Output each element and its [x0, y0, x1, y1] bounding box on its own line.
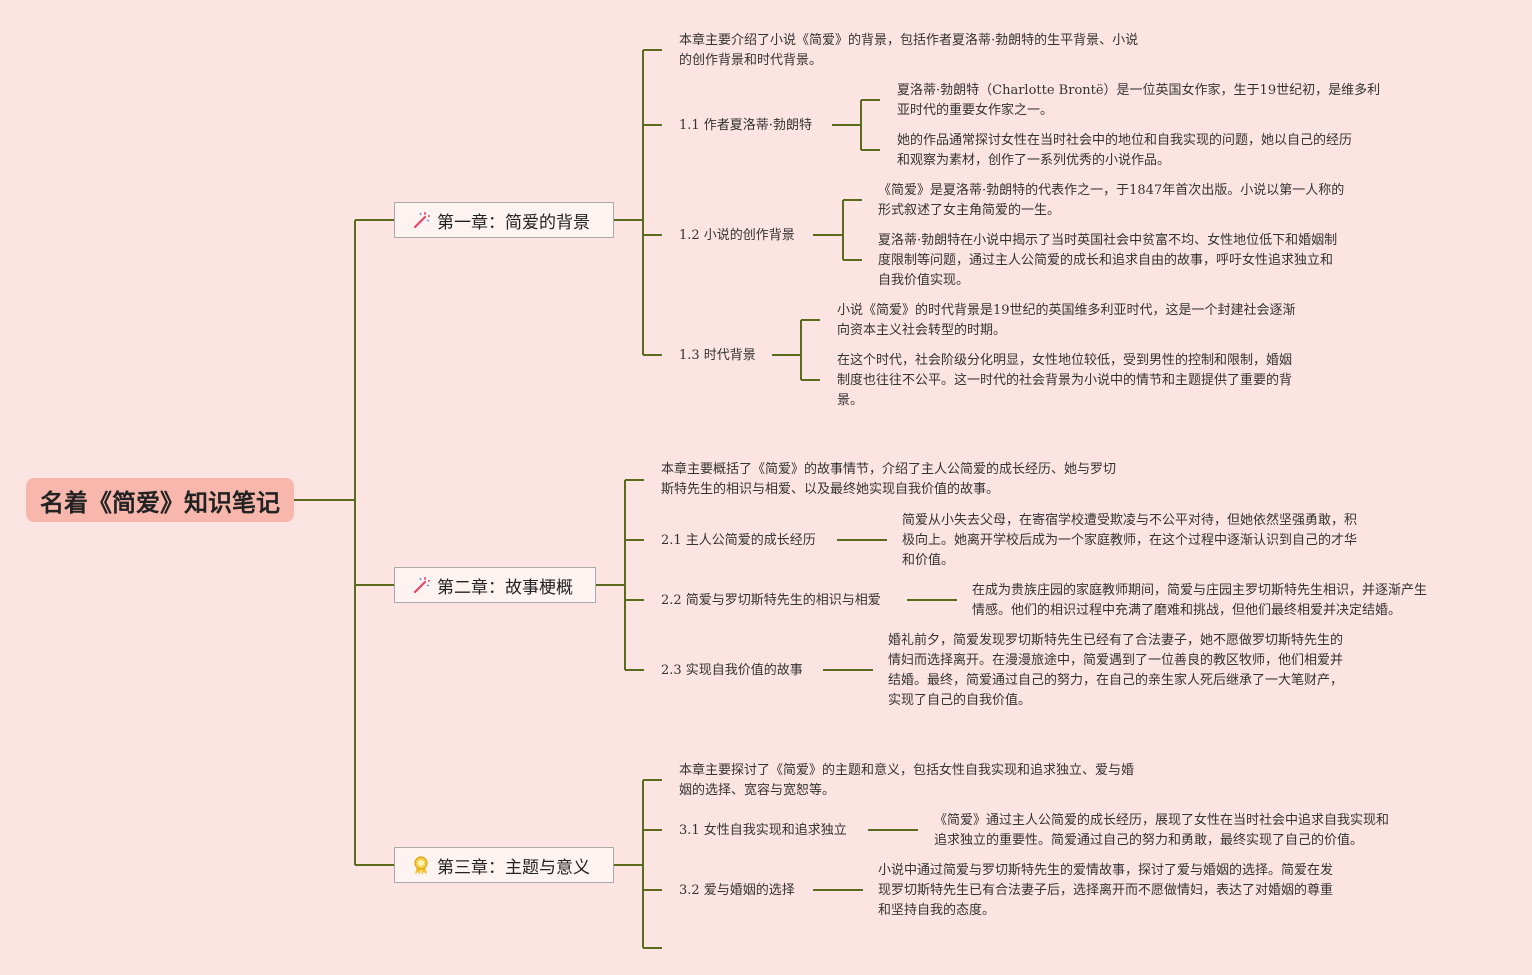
section-1-1-detail-2: 她的作品通常探讨女性在当时社会中的地位和自我实现的问题，她以自己的经历和观察为素… — [897, 133, 1353, 168]
chapter-2-title: 第二章：故事梗概 — [437, 577, 573, 598]
chapter-3-node[interactable]: 第三章：主题与意义 — [394, 847, 614, 883]
section-1-2-detail-2: 夏洛蒂·勃朗特在小说中揭示了当时英国社会中贫富不均、女性地位低下和婚姻制度限制等… — [878, 233, 1338, 288]
section-1-1-title[interactable]: 1.1 作者夏洛蒂·勃朗特 — [679, 118, 812, 133]
section-2-1-detail-1: 简爱从小失去父母，在寄宿学校遭受欺凌与不公平对待，但她依然坚强勇敢，积极向上。她… — [902, 513, 1358, 568]
root-topic[interactable]: 名着《简爱》知识笔记 — [26, 478, 294, 522]
section-1-2-title[interactable]: 1.2 小说的创作背景 — [679, 228, 795, 243]
section-1-1-detail-1: 夏洛蒂·勃朗特（Charlotte Brontë）是一位英国女作家，生于19世纪… — [897, 83, 1381, 118]
section-1-3-title[interactable]: 1.3 时代背景 — [679, 348, 756, 363]
magic-wand-icon — [413, 577, 430, 594]
section-3-2-title[interactable]: 3.2 爱与婚姻的选择 — [679, 883, 795, 898]
section-2-2-title[interactable]: 2.2 简爱与罗切斯特先生的相识与相爱 — [661, 593, 881, 608]
section-1-3-detail-2: 在这个时代，社会阶级分化明显，女性地位较低，受到男性的控制和限制，婚姻制度也往往… — [837, 353, 1293, 408]
chapter-1-node[interactable]: 第一章：简爱的背景 — [394, 202, 614, 238]
chapter-2-node[interactable]: 第二章：故事梗概 — [394, 567, 596, 603]
chapter-3-summary: 本章主要探讨了《简爱》的主题和意义，包括女性自我实现和追求独立、爱与婚姻的选择、… — [679, 763, 1135, 798]
section-2-2-detail-1: 在成为贵族庄园的家庭教师期间，简爱与庄园主罗切斯特先生相识，并逐渐产生情感。他们… — [972, 583, 1428, 618]
chapter-3-title: 第三章：主题与意义 — [437, 857, 590, 878]
section-2-3-title[interactable]: 2.3 实现自我价值的故事 — [661, 663, 803, 678]
root-title: 名着《简爱》知识笔记 — [40, 488, 280, 517]
section-3-2-detail-1: 小说中通过简爱与罗切斯特先生的爱情故事，探讨了爱与婚姻的选择。简爱在发现罗切斯特… — [878, 863, 1334, 918]
section-1-2-detail-1: 《简爱》是夏洛蒂·勃朗特的代表作之一，于1847年首次出版。小说以第一人称的形式… — [878, 183, 1345, 218]
section-1-3-detail-1: 小说《简爱》的时代背景是19世纪的英国维多利亚时代，这是一个封建社会逐渐向资本主… — [837, 303, 1296, 338]
chapter-1-summary: 本章主要介绍了小说《简爱》的背景，包括作者夏洛蒂·勃朗特的生平背景、小说的创作背… — [679, 33, 1139, 68]
section-2-3-detail-1: 婚礼前夕，简爱发现罗切斯特先生已经有了合法妻子，她不愿做罗切斯特先生的情妇而选择… — [888, 633, 1344, 708]
section-3-1-title[interactable]: 3.1 女性自我实现和追求独立 — [679, 823, 847, 838]
section-2-1-title[interactable]: 2.1 主人公简爱的成长经历 — [661, 533, 816, 548]
section-3-1-detail-1: 《简爱》通过主人公简爱的成长经历，展现了女性在当时社会中追求自我实现和追求独立的… — [934, 813, 1390, 848]
chapter-1-title: 第一章：简爱的背景 — [437, 212, 590, 233]
award-ribbon-icon — [414, 856, 428, 875]
chapter-2-summary: 本章主要概括了《简爱》的故事情节，介绍了主人公简爱的成长经历、她与罗切斯特先生的… — [661, 462, 1117, 497]
magic-wand-icon — [413, 212, 430, 229]
